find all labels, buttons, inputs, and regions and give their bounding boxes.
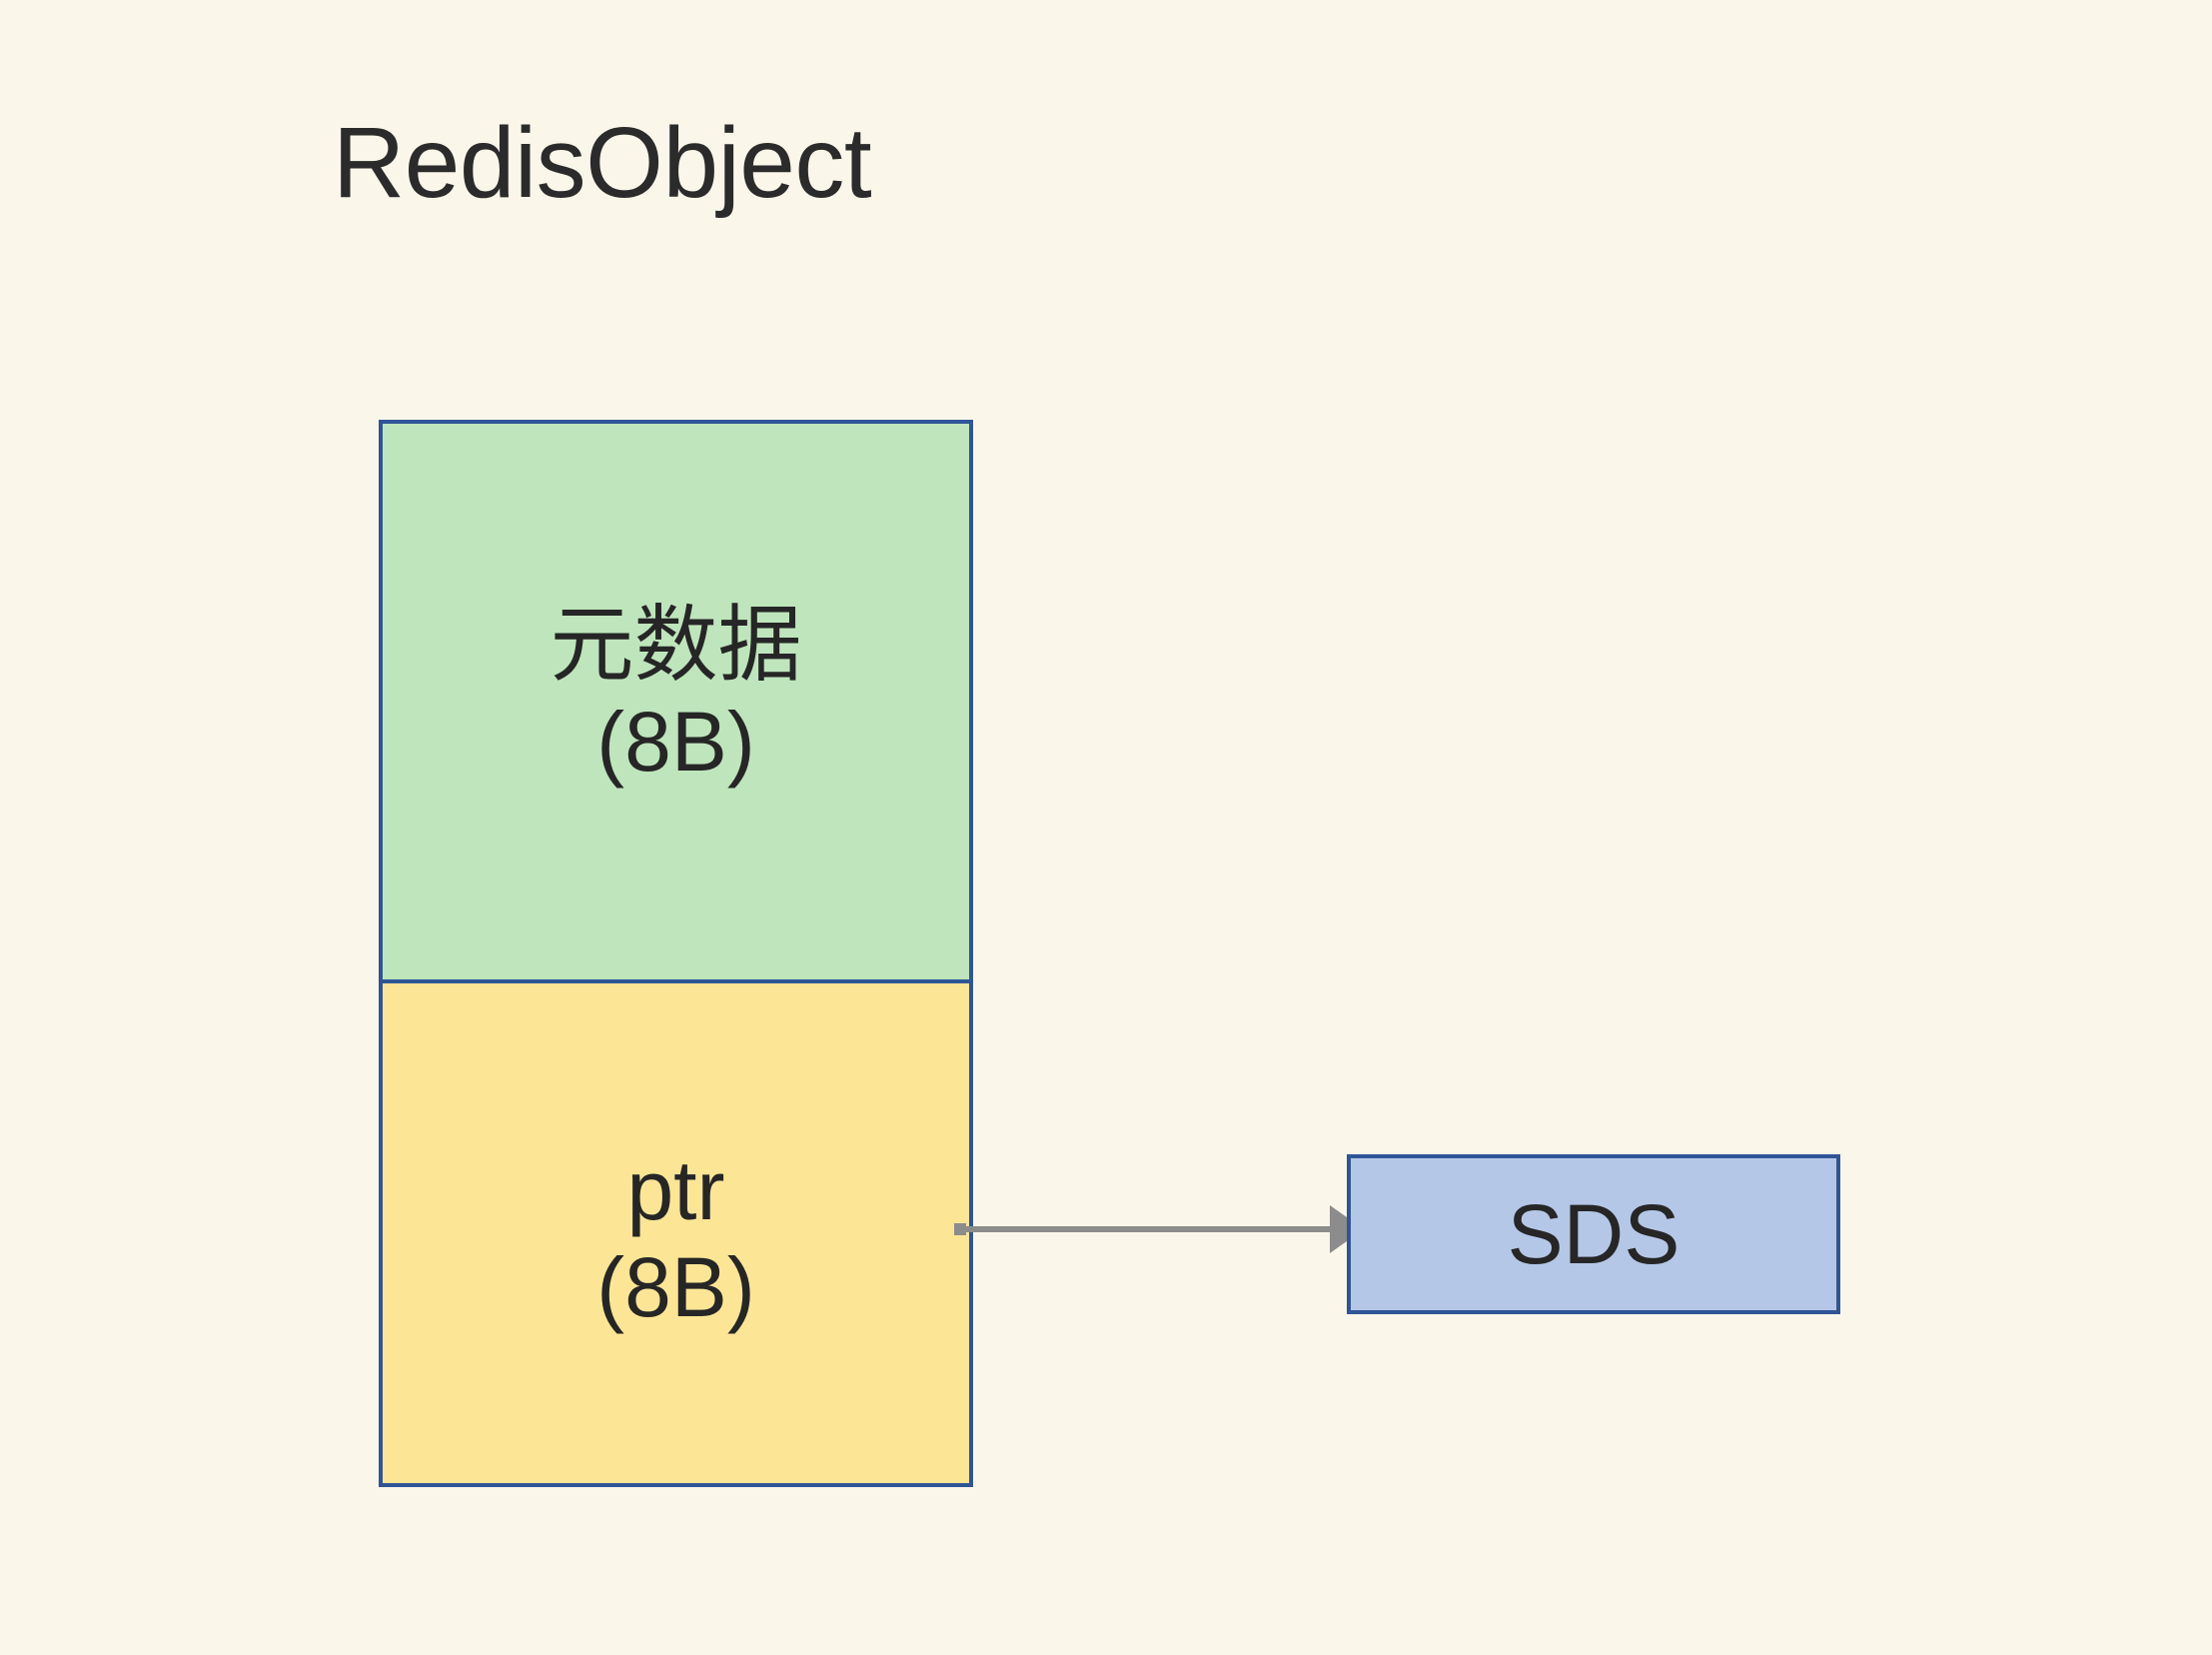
redisobject-struct: 元数据 (8B) ptr (8B) xyxy=(379,420,973,1487)
struct-cell-metadata[interactable]: 元数据 (8B) xyxy=(379,420,973,983)
struct-cell-metadata-label: 元数据 (8B) xyxy=(550,597,802,789)
sds-label: SDS xyxy=(1507,1187,1680,1281)
struct-cell-ptr-label: ptr (8B) xyxy=(596,1142,755,1334)
sds-box[interactable]: SDS xyxy=(1347,1154,1840,1314)
page-title: RedisObject xyxy=(333,107,872,219)
ptr-to-sds-arrow-icon xyxy=(954,1205,1364,1253)
arrow-tail-stub xyxy=(954,1223,966,1235)
struct-cell-ptr[interactable]: ptr (8B) xyxy=(379,979,973,1487)
